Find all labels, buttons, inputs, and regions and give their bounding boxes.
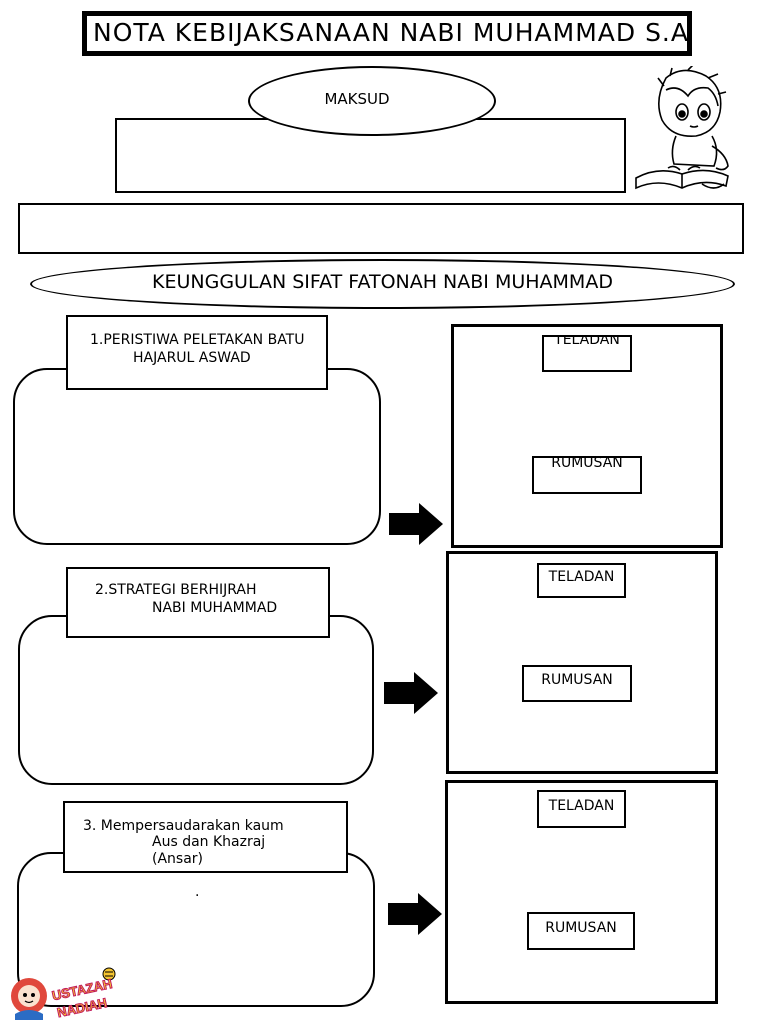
section-2-heading-line1: 2.STRATEGI BERHIJRAH xyxy=(95,582,257,599)
section-1-content-box[interactable] xyxy=(13,368,381,545)
section-1-heading-box: 1.PERISTIWA PELETAKAN BATU HAJARUL ASWAD xyxy=(66,315,328,390)
section-3-teladan-label: TELADAN xyxy=(539,798,624,815)
section-2-heading-line2: NABI MUHAMMAD xyxy=(152,600,277,617)
section-2-teladan-box: TELADAN xyxy=(537,563,626,598)
section-2-heading-box: 2.STRATEGI BERHIJRAH NABI MUHAMMAD xyxy=(66,567,330,638)
section-1-teladan-label: TELADAN xyxy=(544,335,630,349)
section-2-teladan-label: TELADAN xyxy=(539,569,624,586)
section-3-heading-box: 3. Mempersaudarakan kaum Aus dan Khazraj… xyxy=(63,801,348,873)
section-1-rumusan-box: RUMUSAN xyxy=(532,456,642,494)
maksud-ellipse: MAKSUD xyxy=(248,66,496,136)
section-3-heading-line3: (Ansar) xyxy=(152,851,203,868)
section-3-body-text: . xyxy=(195,884,199,900)
keunggulan-ellipse: KEUNGGULAN SIFAT FATONAH NABI MUHAMMAD xyxy=(30,259,735,309)
section-1-heading-line2: HAJARUL ASWAD xyxy=(133,350,251,367)
section-2-content-box[interactable] xyxy=(18,615,374,785)
section-1-heading-line1: 1.PERISTIWA PELETAKAN BATU xyxy=(90,332,304,349)
keunggulan-label: KEUNGGULAN SIFAT FATONAH NABI MUHAMMAD xyxy=(152,271,613,293)
maksud-wide-box[interactable] xyxy=(18,203,744,254)
section-1-rumusan-label: RUMUSAN xyxy=(534,456,640,472)
section-3-teladan-box: TELADAN xyxy=(537,790,626,828)
section-1-teladan-box: TELADAN xyxy=(542,335,632,372)
title-box: NOTA KEBIJAKSANAAN NABI MUHAMMAD S.A.W xyxy=(82,11,692,56)
ustazah-logo-icon: USTAZAH NADIAH xyxy=(3,962,128,1022)
section-2-rumusan-label: RUMUSAN xyxy=(524,672,630,689)
chibi-reading-icon xyxy=(628,66,738,196)
section-3-heading-line2: Aus dan Khazraj xyxy=(152,834,265,851)
section-3-rumusan-label: RUMUSAN xyxy=(529,920,633,937)
arrow-right-icon xyxy=(388,893,442,935)
arrow-right-icon xyxy=(389,503,443,545)
section-3-rumusan-box: RUMUSAN xyxy=(527,912,635,950)
section-3-heading-line1: 3. Mempersaudarakan kaum xyxy=(83,818,284,835)
page-title: NOTA KEBIJAKSANAAN NABI MUHAMMAD S.A.W xyxy=(93,18,692,48)
arrow-right-icon xyxy=(384,672,438,714)
maksud-label: MAKSUD xyxy=(324,90,389,108)
section-2-rumusan-box: RUMUSAN xyxy=(522,665,632,702)
